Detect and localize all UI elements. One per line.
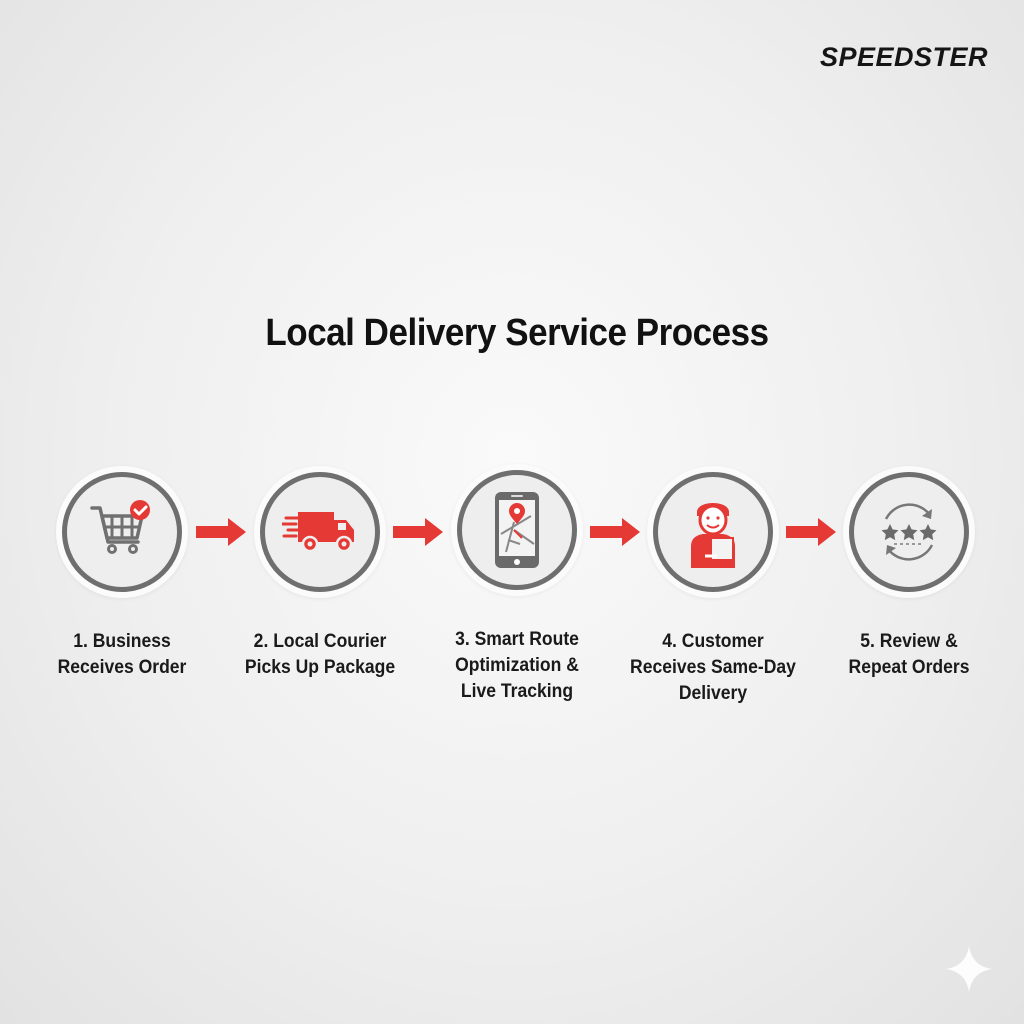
step-3-circle	[451, 464, 583, 596]
delivery-truck-icon	[282, 512, 354, 553]
step-2-label: 2. Local Courier Picks Up Package	[244, 630, 396, 678]
arrow-right-icon	[590, 518, 640, 546]
arrow-right-icon	[393, 518, 443, 546]
step-5: 5. Review & Repeat Orders	[809, 466, 1009, 680]
arrow-right-icon	[786, 518, 836, 546]
step-4-label: 4. Customer Receives Same-Day Delivery	[630, 630, 796, 704]
step-1: 1. Business Receives Order	[22, 466, 222, 680]
sparkle-icon	[946, 946, 992, 992]
courier-with-package-icon	[691, 503, 735, 568]
step-5-label: 5. Review & Repeat Orders	[848, 630, 970, 678]
step-2: 2. Local Courier Picks Up Package	[220, 466, 420, 680]
step-4-circle	[647, 466, 779, 598]
step-1-label: 1. Business Receives Order	[57, 630, 187, 678]
step-1-circle	[56, 466, 188, 598]
arrow-right-icon	[196, 518, 246, 546]
page-title: Local Delivery Service Process	[265, 312, 769, 354]
brand-logo: SPEEDSTER	[819, 42, 988, 72]
step-3: 3. Smart Route Optimization & Live Track…	[417, 464, 617, 704]
step-4: 4. Customer Receives Same-Day Delivery	[613, 466, 813, 706]
step-2-circle	[254, 466, 386, 598]
smartphone-map-icon	[495, 492, 539, 568]
shopping-cart-check-icon	[90, 500, 150, 554]
step-3-label: 3. Smart Route Optimization & Live Track…	[455, 628, 579, 702]
star-rating-repeat-icon	[881, 503, 937, 561]
step-5-circle	[843, 466, 975, 598]
